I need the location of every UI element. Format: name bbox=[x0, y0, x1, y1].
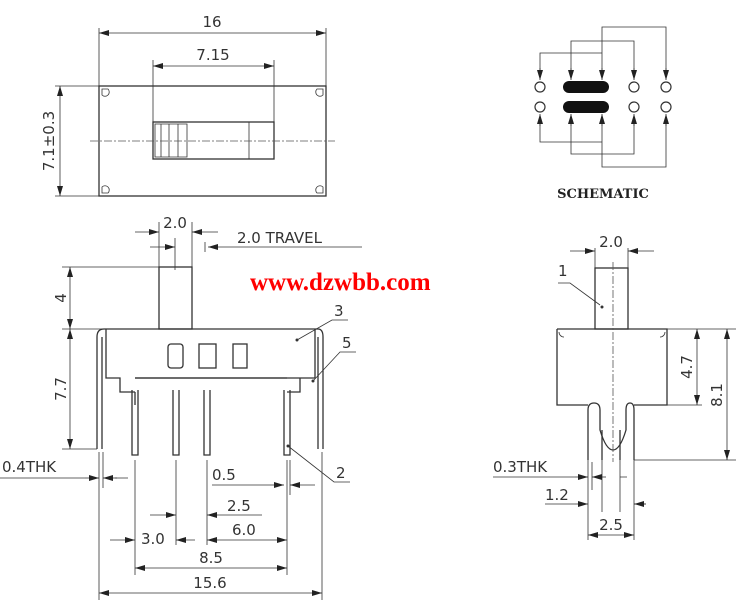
dim-end-gap: 1.2 bbox=[545, 486, 569, 504]
end-dim-actuator-width: 2.0 bbox=[599, 233, 623, 251]
dim-end-pin-pitch: 2.5 bbox=[599, 516, 623, 534]
dim-actuator-width: 2.0 bbox=[163, 214, 187, 232]
dim-offset: 3.0 bbox=[141, 530, 165, 548]
schematic: SCHEMATIC bbox=[534, 26, 672, 202]
dim-travel: 2.0 TRAVEL bbox=[237, 229, 323, 247]
dim-overall: 15.6 bbox=[193, 574, 226, 592]
callout-5: 5 bbox=[342, 334, 352, 352]
end-view: 2.0 1 4.7 8.1 0.3THK 1.2 2.5 bbox=[493, 233, 736, 540]
dim-slot-width: 7.15 bbox=[196, 46, 229, 64]
callout-2: 2 bbox=[336, 464, 346, 482]
dim-end-body-height: 4.7 bbox=[678, 355, 696, 379]
dim-width: 16 bbox=[202, 13, 221, 31]
corner-marks bbox=[101, 88, 324, 194]
dim-end-overall-height: 8.1 bbox=[708, 383, 726, 407]
dim-pin-span: 8.5 bbox=[199, 549, 223, 567]
dim-spacing: 6.0 bbox=[232, 521, 256, 539]
callout-3: 3 bbox=[334, 302, 344, 320]
contact-bar bbox=[563, 81, 609, 93]
side-view: 2.0 2.0 TRAVEL 4 7.7 0.4THK 0.5 2.5 bbox=[0, 214, 362, 600]
contact-bar bbox=[563, 101, 609, 113]
dim-actuator-height: 4 bbox=[52, 293, 70, 303]
dim-thickness: 0.4THK bbox=[2, 458, 57, 476]
dim-end-thickness: 0.3THK bbox=[493, 458, 548, 476]
dim-height: 7.1±0.3 bbox=[40, 111, 58, 171]
dim-body-height: 7.7 bbox=[52, 377, 70, 401]
top-view: 16 7.15 7.1±0.3 bbox=[40, 13, 335, 197]
dim-pitch: 2.5 bbox=[227, 497, 251, 515]
watermark: www.dzwbb.com bbox=[250, 269, 431, 296]
schematic-label: SCHEMATIC bbox=[557, 187, 649, 202]
callout-1: 1 bbox=[558, 262, 568, 280]
dim-pin-width: 0.5 bbox=[212, 466, 236, 484]
